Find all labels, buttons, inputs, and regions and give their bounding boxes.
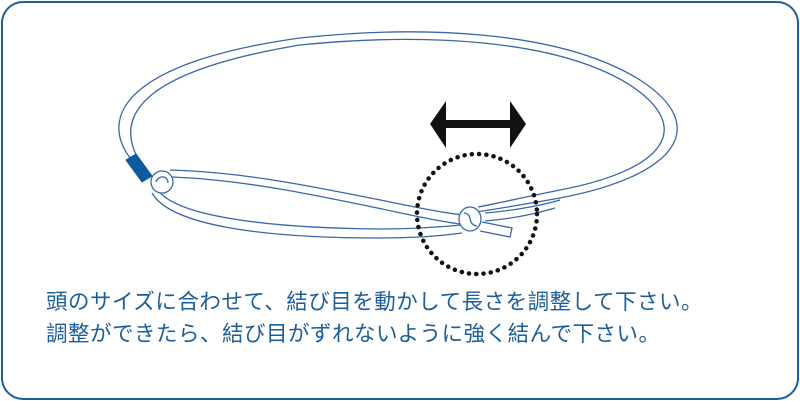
left-knot: [150, 170, 174, 194]
instruction-line-2: 調整ができたら、結び目がずれないように強く結んで下さい。: [46, 322, 661, 347]
cord-loop: [118, 31, 678, 239]
cord-end-tip: [125, 153, 153, 183]
dotted-circle-icon: [414, 151, 540, 277]
sliding-knot: [458, 206, 482, 232]
instruction-line-1: 頭のサイズに合わせて、結び目を動かして長さを調整して下さい。: [46, 290, 703, 315]
instruction-text: 頭のサイズに合わせて、結び目を動かして長さを調整して下さい。 調整ができたら、結…: [46, 287, 786, 351]
double-headed-arrow-icon: [430, 101, 526, 148]
